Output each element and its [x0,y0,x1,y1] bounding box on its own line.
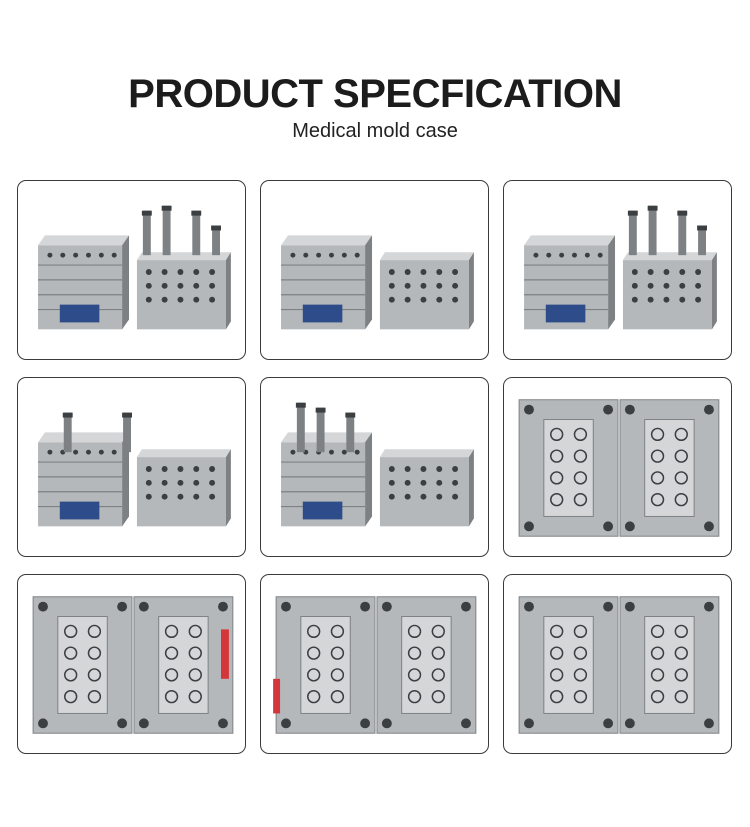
mold-photo [38,412,231,527]
mold-photo [518,399,720,537]
product-image-card[interactable] [260,377,489,557]
product-image-card[interactable] [503,377,732,557]
product-image-card[interactable] [17,180,246,360]
product-image-card[interactable] [503,180,732,360]
page-subtitle: Medical mold case [292,120,458,142]
mold-photo [32,596,234,734]
mold-photo [38,205,231,330]
mold-photo [281,402,474,527]
mold-photo [273,596,477,734]
mold-photo [281,235,474,330]
mold-photo [524,205,717,330]
page-title: PRODUCT SPECFICATION [128,72,622,116]
product-image-card[interactable] [17,574,246,754]
product-image-card[interactable] [503,574,732,754]
product-gallery [17,180,732,754]
product-image-card[interactable] [260,180,489,360]
mold-photo [518,596,720,734]
product-image-card[interactable] [260,574,489,754]
product-image-card[interactable] [17,377,246,557]
